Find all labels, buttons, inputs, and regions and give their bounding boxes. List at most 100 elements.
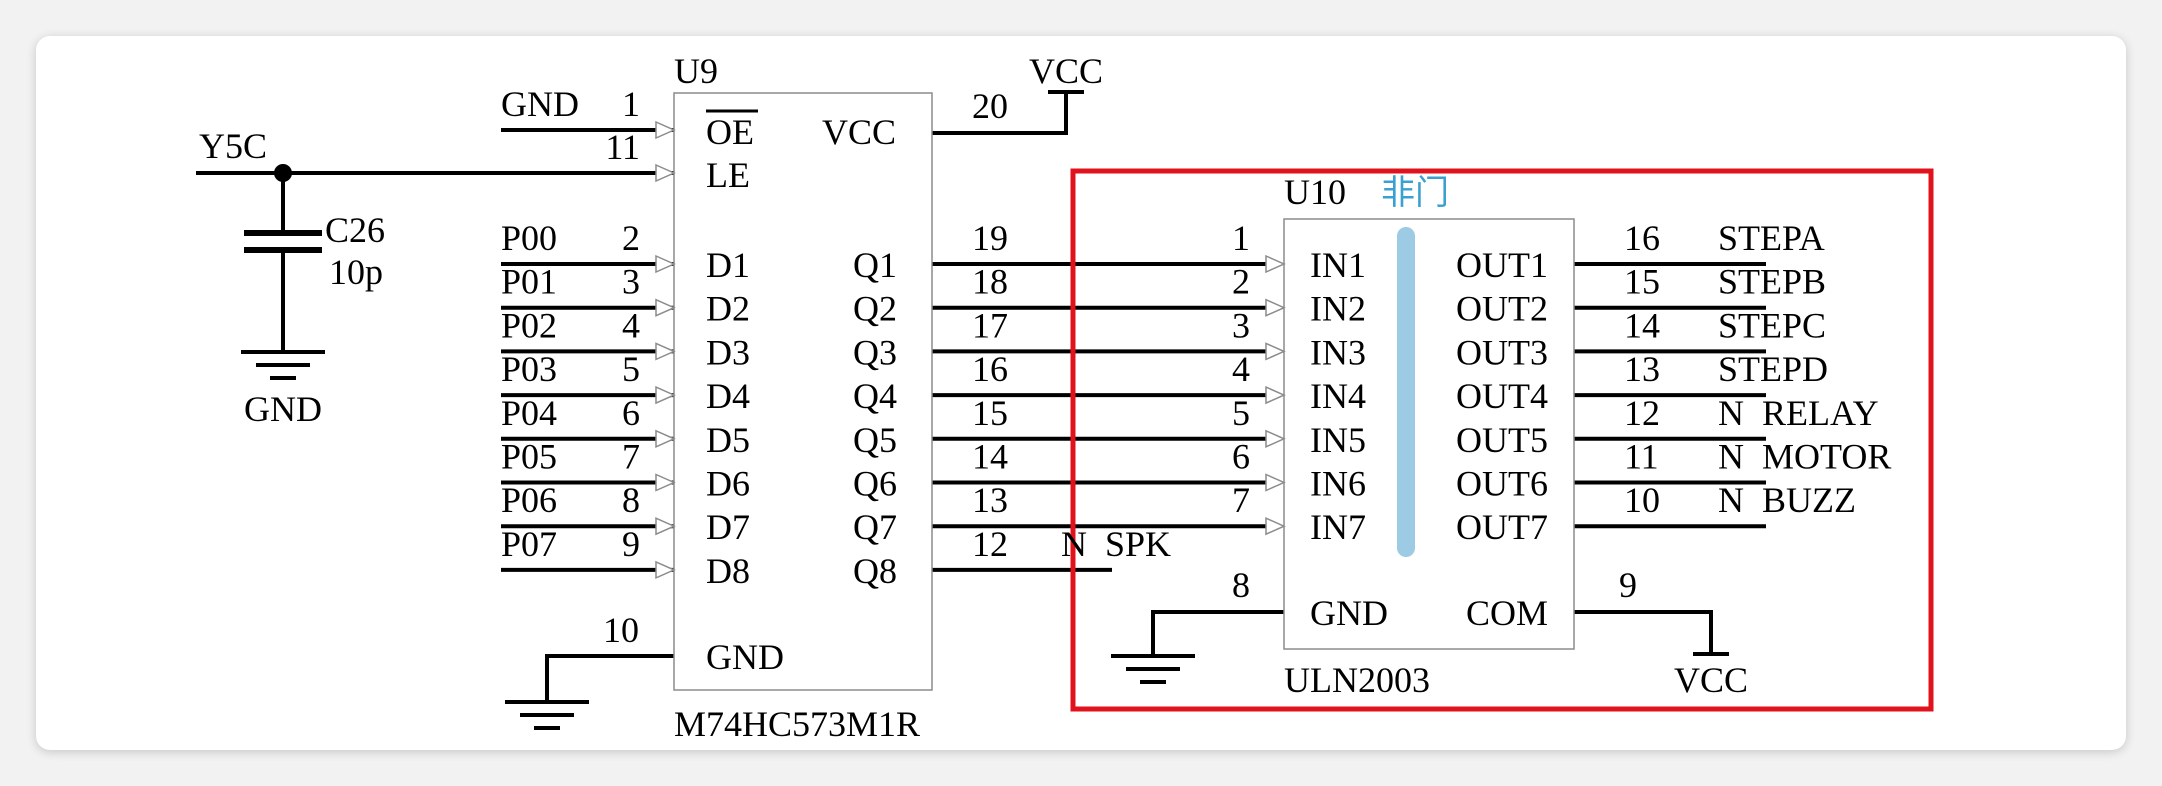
u9-d8-arrow bbox=[655, 560, 676, 580]
u10-out3-pin: OUT3 bbox=[1456, 332, 1548, 372]
y5c-net-label: Y5C bbox=[199, 126, 267, 166]
u9-d6-pin: D6 bbox=[706, 464, 750, 504]
u10-out2-pin-number: 15 bbox=[1624, 262, 1660, 302]
u9-d2-arrow bbox=[655, 298, 676, 317]
chips bbox=[655, 92, 1934, 712]
u9-gnd-pin: GND bbox=[706, 637, 784, 677]
u9-q5-pin-number: 15 bbox=[972, 393, 1008, 433]
u10-in4-pin: IN4 bbox=[1310, 376, 1366, 416]
u10-out6-pin: OUT6 bbox=[1456, 464, 1548, 504]
u10-out5-pin: OUT5 bbox=[1456, 420, 1548, 460]
u9-d5-arrow bbox=[655, 429, 676, 448]
u10-out-net-N_BUZZ: N BUZZ bbox=[1718, 480, 1856, 520]
u9-q1-pin-number: 19 bbox=[972, 218, 1008, 258]
u10-in7-arrow bbox=[1265, 517, 1286, 536]
u10-in4-arrow bbox=[1265, 385, 1286, 405]
u9-oe-pin-number: 1 bbox=[622, 84, 640, 124]
u10-in3-arrow bbox=[1265, 342, 1286, 361]
u9-vcc-pin-number: 20 bbox=[972, 86, 1008, 126]
u10-com-pin: COM bbox=[1466, 593, 1548, 633]
u9-d2-pin: D2 bbox=[706, 289, 750, 329]
u10-out3-pin-number: 14 bbox=[1624, 305, 1660, 345]
u10-out7-pin-number: 10 bbox=[1624, 480, 1660, 520]
u9-q5-pin: Q5 bbox=[853, 420, 897, 460]
u9-d7-pin-number: 8 bbox=[622, 480, 640, 520]
u10-out4-pin: OUT4 bbox=[1456, 376, 1548, 416]
u10-out-net-STEPA: STEPA bbox=[1718, 218, 1825, 258]
u9-vcc-label: VCC bbox=[1029, 51, 1103, 91]
u10-annotation: 非门 bbox=[1381, 173, 1449, 213]
u9-input-P03: P03 bbox=[501, 349, 557, 389]
u10-ref: U10 bbox=[1284, 172, 1346, 212]
u9-d8-pin-number: 9 bbox=[622, 524, 640, 564]
u9-q4-pin: Q4 bbox=[853, 376, 897, 416]
u10-body bbox=[1283, 218, 1575, 650]
u9-d4-arrow bbox=[655, 385, 676, 405]
u9-d6-arrow bbox=[655, 473, 676, 492]
u9-q8-pin-number: 12 bbox=[972, 524, 1008, 564]
u10-com-pin-number: 9 bbox=[1619, 565, 1637, 605]
u9-ref: U9 bbox=[674, 51, 718, 91]
u10-in7-pin-number: 7 bbox=[1232, 480, 1250, 520]
u10-gnd-wire bbox=[1151, 610, 1284, 654]
u9-vcc-wire bbox=[932, 92, 1068, 135]
u9-d5-pin: D5 bbox=[706, 420, 750, 460]
u10-in1-pin: IN1 bbox=[1310, 245, 1366, 285]
u9-q1-pin: Q1 bbox=[853, 245, 897, 285]
u10-out-net-N_RELAY: N RELAY bbox=[1718, 393, 1879, 433]
u10-out1-pin: OUT1 bbox=[1456, 245, 1548, 285]
u9-d4-pin-number: 5 bbox=[622, 349, 640, 389]
u9-gnd-wire bbox=[545, 654, 674, 700]
u9-q2-pin: Q2 bbox=[853, 289, 897, 329]
u10-part: ULN2003 bbox=[1284, 660, 1430, 700]
u10-in5-pin: IN5 bbox=[1310, 420, 1366, 460]
u9-le-pin: LE bbox=[706, 155, 750, 195]
highlight-box bbox=[1070, 168, 1934, 712]
u10-com-wire bbox=[1574, 610, 1713, 654]
u9-q8-net: N SPK bbox=[1061, 524, 1171, 564]
u10-in6-pin: IN6 bbox=[1310, 464, 1366, 504]
u9-d3-pin: D3 bbox=[706, 332, 750, 372]
u10-out1-pin-number: 16 bbox=[1624, 218, 1660, 258]
u9-oe-pin: OE bbox=[706, 112, 754, 152]
u9-q3-pin-number: 17 bbox=[972, 305, 1008, 345]
u10-out-net-STEPB: STEPB bbox=[1718, 262, 1826, 302]
u10-out-net-N_MOTOR: N MOTOR bbox=[1718, 437, 1891, 477]
u9-d1-pin: D1 bbox=[706, 245, 750, 285]
u9-q4-pin-number: 16 bbox=[972, 349, 1008, 389]
u9-d5-pin-number: 6 bbox=[622, 393, 640, 433]
u10-in7-pin: IN7 bbox=[1310, 507, 1366, 547]
u9-q6-pin: Q6 bbox=[853, 464, 897, 504]
u9-input-P07: P07 bbox=[501, 524, 557, 564]
c26-ref: C26 bbox=[325, 210, 385, 250]
wires bbox=[196, 90, 1766, 730]
u9-part: M74HC573M1R bbox=[674, 704, 920, 744]
u9-input-P06: P06 bbox=[501, 480, 557, 520]
u10-in2-arrow bbox=[1265, 298, 1286, 317]
u10-out-net-STEPC: STEPC bbox=[1718, 305, 1826, 345]
u9-q8-pin: Q8 bbox=[853, 551, 897, 591]
u9-d3-pin-number: 4 bbox=[622, 305, 640, 345]
u9-d1-arrow bbox=[655, 254, 676, 274]
u9-input-P00: P00 bbox=[501, 218, 557, 258]
u10-in1-arrow bbox=[1265, 254, 1286, 274]
u9-input-P05: P05 bbox=[501, 437, 557, 477]
u9-body bbox=[673, 92, 933, 691]
u9-q2-pin-number: 18 bbox=[972, 262, 1008, 302]
u10-in5-arrow bbox=[1265, 429, 1286, 448]
u9-d1-pin-number: 2 bbox=[622, 218, 640, 258]
u9-d8-pin: D8 bbox=[706, 551, 750, 591]
u10-in1-pin-number: 1 bbox=[1232, 218, 1250, 258]
u10-vcc-label: VCC bbox=[1674, 660, 1748, 700]
u9-gnd-pin-number: 10 bbox=[603, 610, 639, 650]
u9-q7-pin-number: 13 bbox=[972, 480, 1008, 520]
u9-d4-pin: D4 bbox=[706, 376, 750, 416]
c26-gnd-label: GND bbox=[244, 389, 322, 429]
u9-d6-pin-number: 7 bbox=[622, 437, 640, 477]
u10-gnd-pin: GND bbox=[1310, 593, 1388, 633]
u9-q3-pin: Q3 bbox=[853, 332, 897, 372]
u10-out-net-STEPD: STEPD bbox=[1718, 349, 1828, 389]
